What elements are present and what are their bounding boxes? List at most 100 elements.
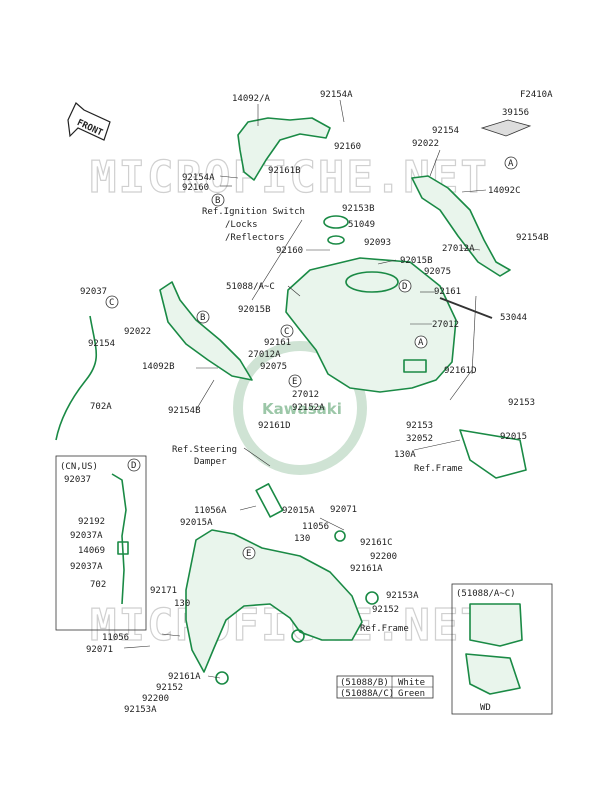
label-92153-right-b: 92153 <box>406 421 433 431</box>
callout-c-2: C <box>284 327 289 337</box>
inset-sub: WD <box>480 703 491 713</box>
label-92015a-left: 92015A <box>180 518 213 528</box>
label-130-right: 130 <box>294 534 310 544</box>
label-92154a-left: 92154A <box>182 173 215 183</box>
label-14069: 14069 <box>78 546 105 556</box>
label-92154b-right: 92154B <box>516 233 549 243</box>
cover-14092b <box>159 281 253 381</box>
label-92153a-bottom: 92153A <box>124 705 157 715</box>
label-92037-box: 92037 <box>64 475 91 485</box>
label-92015a-right: 92015A <box>282 506 315 516</box>
filter-14069 <box>117 541 129 555</box>
legend-code-ac: (51088A/C) <box>340 689 394 699</box>
bracket-tank <box>403 359 427 373</box>
label-92075-b: 92075 <box>260 362 287 372</box>
label-702a: 702A <box>90 402 112 412</box>
label-92152a: 92152A <box>292 403 325 413</box>
label-92154-left: 92154 <box>88 339 115 349</box>
ref-steering-1: Ref.Steering <box>172 445 237 455</box>
label-92153a-right: 92153A <box>386 591 419 601</box>
label-92160-a: 92160 <box>334 142 361 152</box>
cover-14092a <box>237 117 331 181</box>
inset-cap-top <box>469 603 523 647</box>
label-130-left: 130 <box>174 599 190 609</box>
tank-cap-recess <box>345 271 399 293</box>
callout-e-1: E <box>292 377 297 387</box>
damper-92161a-b <box>215 671 229 685</box>
callout-b-1: B <box>215 196 220 206</box>
label-39156: 39156 <box>502 108 529 118</box>
inset-title: (51088/A~C) <box>456 589 516 599</box>
label-51049: 51049 <box>348 220 375 230</box>
label-32052: 32052 <box>406 434 433 444</box>
label-27012a-top: 27012A <box>442 244 475 254</box>
label-14092c: 14092C <box>488 186 521 196</box>
damper-92161a <box>365 591 379 605</box>
kawasaki-logo: Kawasaki <box>233 341 367 475</box>
label-14092a: 14092/A <box>232 94 271 104</box>
label-92192: 92192 <box>78 517 105 527</box>
label-92161b: 92161B <box>268 166 301 176</box>
label-92093: 92093 <box>364 238 391 248</box>
hose-702 <box>111 473 127 605</box>
ref-ignition-1: Ref.Ignition Switch <box>202 207 305 217</box>
label-92154b-left: 92154B <box>168 406 201 416</box>
color-legend: (51088/B) White (51088A/C) Green <box>336 675 434 699</box>
legend-color-green: Green <box>398 689 425 699</box>
ref-ignition-3: /Reflectors <box>225 233 285 243</box>
label-92161d-mid: 92161D <box>258 421 291 431</box>
front-arrow-icon: FRONT <box>67 102 111 141</box>
label-14092b: 14092B <box>142 362 175 372</box>
label-92154a-top: 92154A <box>320 90 353 100</box>
label-92161c: 92161C <box>360 538 393 548</box>
gasket-92093 <box>327 235 345 245</box>
label-92022-left: 92022 <box>124 327 151 337</box>
steering-mount <box>255 483 284 518</box>
label-27012a-mid: 27012A <box>248 350 281 360</box>
ref-frame-bottom: Ref.Frame <box>360 624 409 634</box>
label-92161a-bottom: 92161A <box>168 672 201 682</box>
label-27012: 27012 <box>432 320 459 330</box>
inset-box <box>451 583 553 715</box>
label-92037a-a: 92037A <box>70 531 103 541</box>
label-11056-left: 11056 <box>102 633 129 643</box>
label-53044: 53044 <box>500 313 527 323</box>
label-51088: 51088/A~C <box>226 282 275 292</box>
diagram-code: F2410A <box>520 90 553 100</box>
label-92153b: 92153B <box>342 204 375 214</box>
callout-b-2: B <box>200 313 205 323</box>
label-92161a-right: 92161A <box>350 564 383 574</box>
label-92037a-b: 92037A <box>70 562 103 572</box>
label-92015b-b: 92015B <box>238 305 271 315</box>
label-92153-right-a: 92153 <box>508 398 535 408</box>
cap-51049 <box>323 215 349 229</box>
label-11056a: 11056A <box>194 506 227 516</box>
tape-39156 <box>480 119 532 137</box>
bracket-32052 <box>459 429 527 479</box>
label-92161d-right: 92161D <box>444 366 477 376</box>
label-92015b-a: 92015B <box>400 256 433 266</box>
legend-color-white: White <box>398 678 425 688</box>
grommet-92161c <box>291 629 305 643</box>
inset-cap-side <box>465 653 521 695</box>
label-92154-top: 92154 <box>432 126 459 136</box>
label-92037: 92037 <box>80 287 107 297</box>
label-92200-bottom: 92200 <box>142 694 169 704</box>
label-92071-left: 92071 <box>86 645 113 655</box>
label-92161-mid: 92161 <box>264 338 291 348</box>
ref-steering-2: Damper <box>194 457 227 467</box>
label-92152-bottom: 92152 <box>156 683 183 693</box>
callout-d-1: D <box>402 282 407 292</box>
callouts: A B C D B C A E D E <box>105 156 518 560</box>
label-130a: 130A <box>394 450 416 460</box>
label-92171: 92171 <box>150 586 177 596</box>
label-92152-right: 92152 <box>372 605 399 615</box>
label-92160-c: 92160 <box>276 246 303 256</box>
label-92161-right: 92161 <box>434 287 461 297</box>
leader-lines <box>123 99 487 679</box>
label-11056-right: 11056 <box>302 522 329 532</box>
label-92075-a: 92075 <box>424 267 451 277</box>
cn-us-box <box>55 455 147 631</box>
